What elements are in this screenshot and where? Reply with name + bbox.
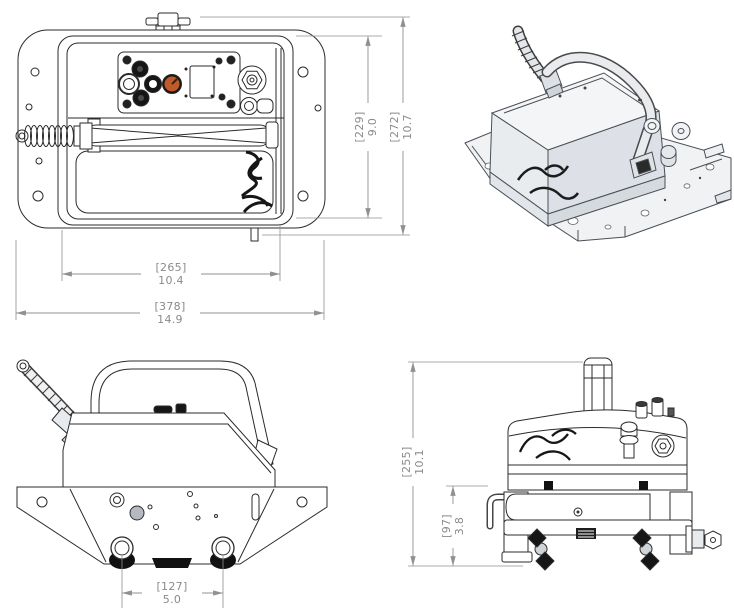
dim-in: 10.1	[413, 449, 426, 475]
dim-mm: [97]	[440, 514, 453, 538]
dim-mm: [127]	[156, 580, 188, 593]
dimension-label-side-carriage-height: [97] 3.8	[439, 504, 467, 548]
cable-coil	[15, 122, 93, 150]
clamp-detail	[240, 150, 273, 213]
dimension-label-top-overall-height: [272] 10.7	[386, 103, 416, 151]
v-wheel-left	[527, 528, 555, 571]
dimension-label-front-wheel-track: [127] 5.0	[142, 580, 202, 606]
dim-in: 14.9	[157, 313, 183, 326]
dim-in: 5.0	[162, 593, 182, 606]
dim-mm: [378]	[154, 300, 186, 313]
dimension-label-side-overall-height: [255] 10.1	[398, 438, 428, 486]
v-wheel-right	[632, 528, 660, 571]
dim-mm: [265]	[155, 261, 187, 274]
dimension-label-top-inner-width: [265] 10.4	[141, 261, 201, 287]
dim-in: 3.8	[453, 516, 466, 536]
dimension-label-top-overall-width: [378] 14.9	[140, 300, 200, 326]
dimension-label-top-inner-height: [229] 9.0	[351, 103, 381, 151]
dim-mm: [272]	[388, 111, 401, 143]
dim-mm: [255]	[400, 446, 413, 478]
dim-in: 10.7	[401, 114, 414, 140]
dim-in: 9.0	[366, 117, 379, 137]
dim-mm: [229]	[353, 111, 366, 143]
dim-in: 10.4	[158, 274, 184, 287]
